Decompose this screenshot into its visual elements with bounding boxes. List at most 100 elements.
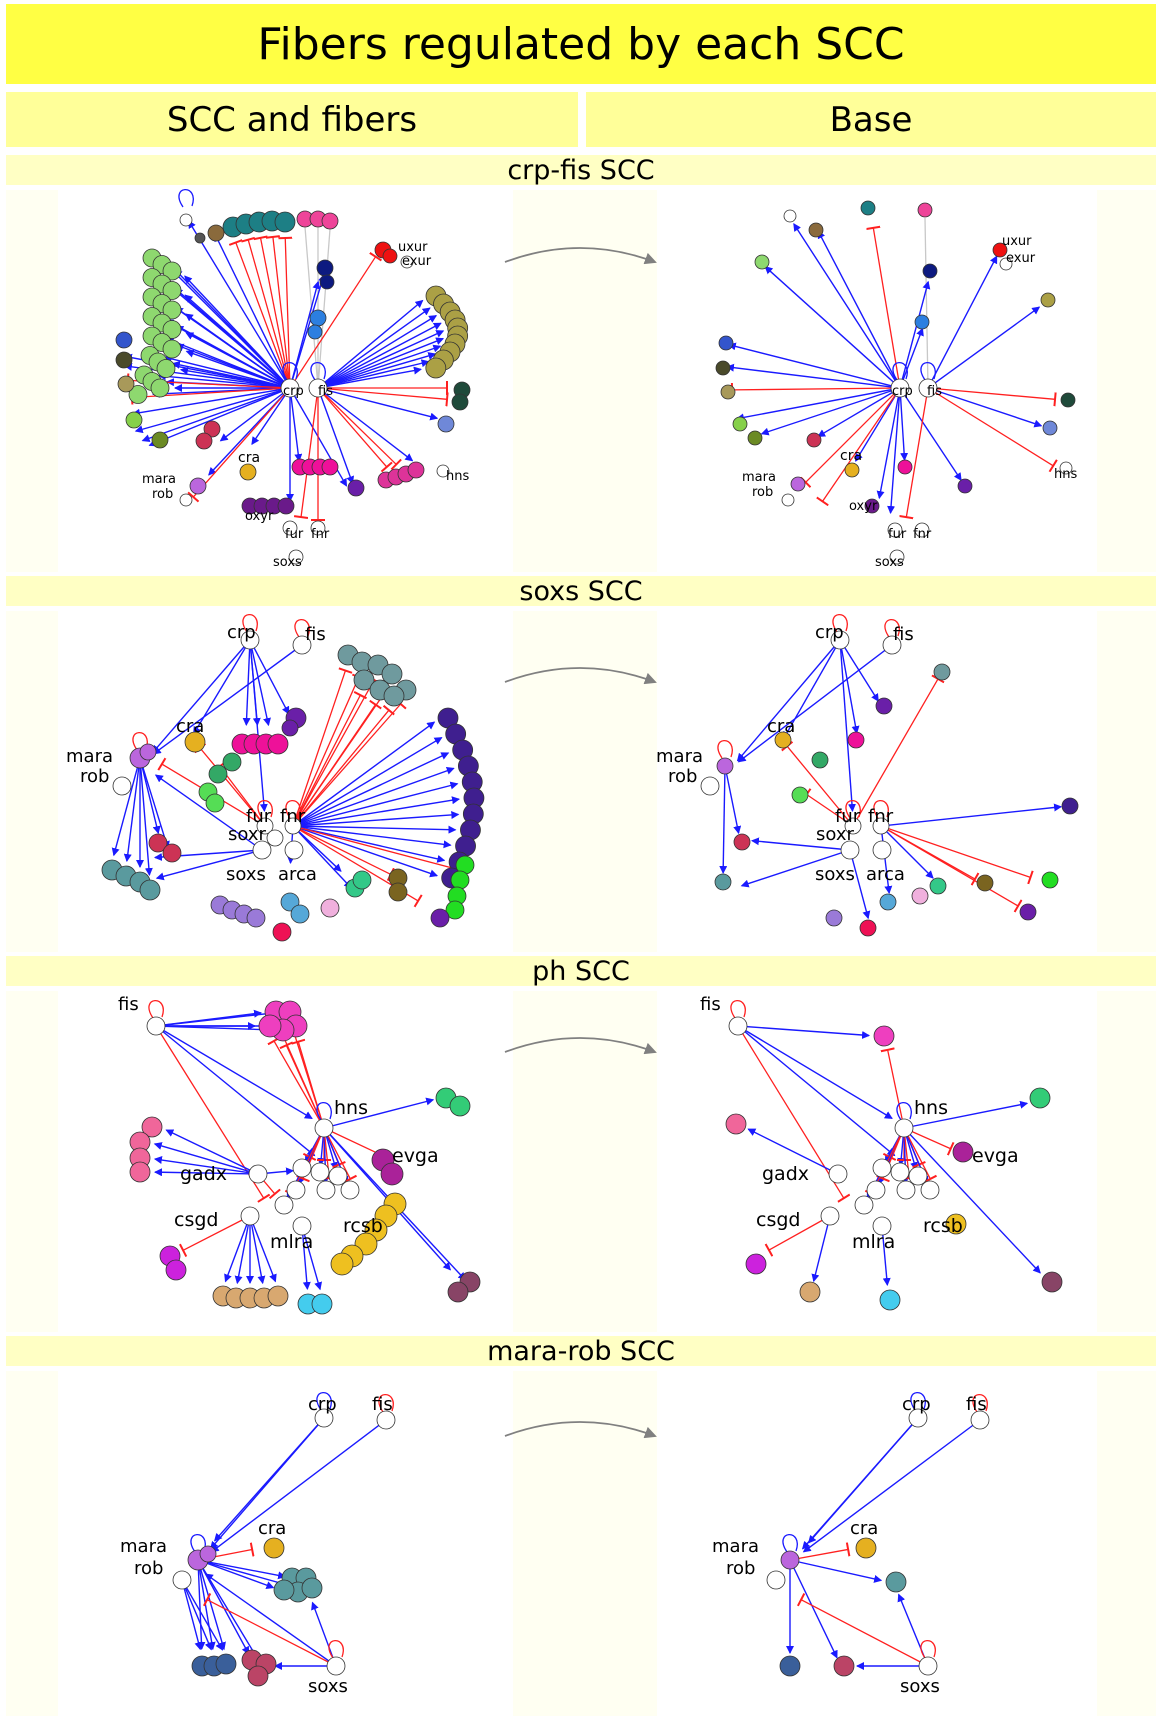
fiber-node (321, 458, 339, 476)
fiber-node (952, 1141, 974, 1163)
fiber-node (199, 1545, 217, 1563)
activation-edge (317, 322, 442, 389)
node-label: fur (888, 527, 907, 542)
activation-edge (839, 639, 856, 813)
self-loop (873, 799, 889, 819)
fiber-node (141, 1116, 163, 1138)
activation-edge (724, 765, 742, 835)
fiber-node (162, 281, 182, 300)
regulator-node (314, 1408, 334, 1428)
regulator-node (310, 1162, 330, 1182)
repression-edge (781, 740, 854, 827)
fiber-node (451, 393, 469, 411)
repression-edge (737, 1025, 851, 1203)
regulator-node (918, 378, 938, 398)
self-loop (310, 361, 326, 381)
fiber-node (272, 922, 292, 942)
activation-edge (317, 299, 424, 389)
repression-edge (880, 1047, 905, 1129)
regulator-node (292, 1216, 312, 1236)
repression-edge (764, 1215, 831, 1257)
fiber-node (247, 1665, 269, 1687)
regulator-node (266, 829, 284, 847)
activation-edge (927, 255, 998, 389)
fiber-node (885, 1571, 907, 1593)
node-label: fur (246, 806, 272, 827)
fiber-node (791, 786, 809, 804)
fiber-node (139, 743, 157, 761)
fiber-node (864, 498, 880, 514)
fiber-node (1041, 871, 1059, 889)
node-label: mara (66, 746, 113, 767)
node-label: soxs (273, 555, 302, 570)
repression-edge (194, 742, 266, 827)
node-label: soxs (226, 864, 266, 885)
activation-edge (317, 387, 354, 485)
node-label: gadx (180, 1163, 227, 1185)
activation-edge (249, 1215, 266, 1285)
repression-edge (866, 225, 901, 389)
fiber-node (215, 1653, 237, 1675)
fiber-node (450, 870, 470, 890)
regulator-node (766, 1570, 786, 1590)
repression-edge (317, 387, 449, 407)
fiber-node (860, 200, 876, 216)
column-header-scc-and-fibers: SCC and fibers (6, 92, 578, 147)
fiber-node (162, 320, 182, 339)
node-label: cra (767, 716, 795, 737)
fiber-node (309, 309, 327, 327)
regulator-node (728, 1016, 748, 1036)
activation-edge (317, 387, 439, 421)
activation-edge (213, 1417, 325, 1542)
activation-edge (204, 1573, 337, 1667)
regulator-node (866, 1180, 886, 1200)
repression-edge (179, 1215, 251, 1258)
fiber-node (859, 919, 877, 937)
regulator-node (328, 1166, 348, 1186)
regulator-node (282, 520, 298, 536)
fiber-node (316, 259, 334, 277)
regulator-node (908, 1166, 928, 1186)
fiber-node (720, 384, 736, 400)
fiber-node (1029, 1087, 1051, 1109)
fiber-node (1041, 1271, 1063, 1293)
activation-edge (249, 639, 290, 715)
regulator-node (376, 1410, 396, 1430)
fiber-node (301, 1577, 323, 1599)
regulator-node (286, 1180, 306, 1200)
self-loop (832, 613, 848, 633)
activation-edge (210, 1419, 387, 1553)
fiber-node (897, 459, 913, 475)
activation-edge (139, 757, 153, 877)
activation-edge (301, 1225, 323, 1291)
self-loop (316, 1391, 332, 1411)
activation-edge (292, 825, 352, 889)
fiber-node (774, 731, 792, 749)
regulator-node (172, 1570, 192, 1590)
self-loop (845, 799, 861, 819)
repression-edge (927, 387, 1058, 473)
activation-edge (131, 387, 291, 417)
fiber-node (115, 331, 133, 349)
activation-edge (881, 1225, 891, 1287)
fiber-node (933, 663, 951, 681)
node-label: fis (966, 1394, 987, 1415)
section-header-crp-fis: crp-fis SCC (6, 155, 1156, 186)
activation-edge (880, 825, 893, 895)
node-label: exur (402, 254, 432, 269)
node-label: soxs (815, 864, 855, 885)
fiber-node (875, 697, 893, 715)
activation-edge (317, 352, 437, 389)
activation-edge (181, 1579, 213, 1651)
fiber-node (879, 1289, 901, 1311)
regulator-node (914, 522, 930, 538)
activation-edge (317, 359, 430, 389)
activation-edge (817, 230, 901, 389)
activation-edge (188, 220, 291, 389)
fiber-node (1061, 797, 1079, 815)
activation-edge (234, 1215, 251, 1285)
regulator-node (400, 255, 414, 269)
fiber-node (125, 411, 143, 429)
regulator-node (887, 522, 903, 538)
activation-edge (152, 644, 303, 755)
